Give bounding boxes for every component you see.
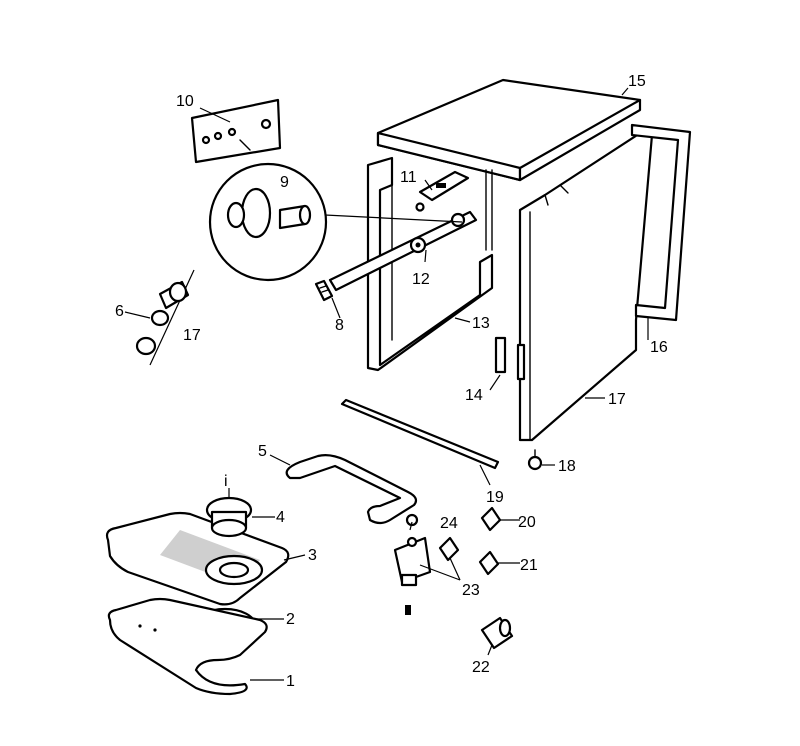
callout-9: 9 (280, 174, 289, 191)
long-strip (340, 398, 500, 470)
callout-i: i (224, 473, 228, 490)
small-clip (314, 279, 334, 302)
callout-5: 5 (258, 443, 267, 460)
callout-3: 3 (308, 547, 317, 564)
callout-14: 14 (465, 387, 483, 404)
callout-23: 23 (462, 582, 480, 599)
callout-24: 24 (440, 515, 458, 532)
callout-21: 21 (520, 557, 538, 574)
callout-22: 22 (472, 659, 490, 676)
callout-4: 4 (276, 509, 285, 526)
filter (205, 488, 253, 538)
tub-base (105, 511, 290, 606)
base-plate (107, 597, 268, 696)
callout-2: 2 (286, 611, 295, 628)
callout-17-switch: 17 (183, 327, 201, 344)
callout-10: 10 (176, 93, 194, 110)
callout-13: 13 (472, 315, 490, 332)
callout-labels: 10 9 15 11 12 8 13 16 14 17 18 19 5 i 4 … (115, 73, 668, 690)
callout-19: 19 (486, 489, 504, 506)
callout-8: 8 (335, 317, 344, 334)
callout-16: 16 (650, 339, 668, 356)
callout-12: 12 (412, 271, 430, 288)
heating-element (285, 454, 418, 525)
door-panel (516, 128, 654, 442)
top-cover-panel (376, 78, 642, 182)
callout-17-door: 17 (608, 391, 626, 408)
clip-23 (438, 536, 460, 562)
callout-15: 15 (628, 73, 646, 90)
callout-6: 6 (115, 303, 124, 320)
clip-21 (478, 550, 500, 576)
bracket (415, 170, 470, 212)
callout-18: 18 (558, 458, 576, 475)
right-side-panel (630, 123, 692, 322)
element-bracket (393, 513, 432, 615)
leader-lines (124, 87, 649, 681)
latch (494, 336, 507, 374)
switch-assembly (135, 269, 195, 366)
callout-11: 11 (400, 169, 417, 186)
bolt (527, 449, 543, 471)
control-plate (190, 98, 282, 164)
callout-20: 20 (518, 514, 536, 531)
pin (480, 616, 514, 650)
callout-1: 1 (286, 673, 295, 690)
clip-20 (480, 506, 502, 532)
hinge-rod (328, 210, 478, 292)
knob-detail-view (208, 162, 463, 282)
